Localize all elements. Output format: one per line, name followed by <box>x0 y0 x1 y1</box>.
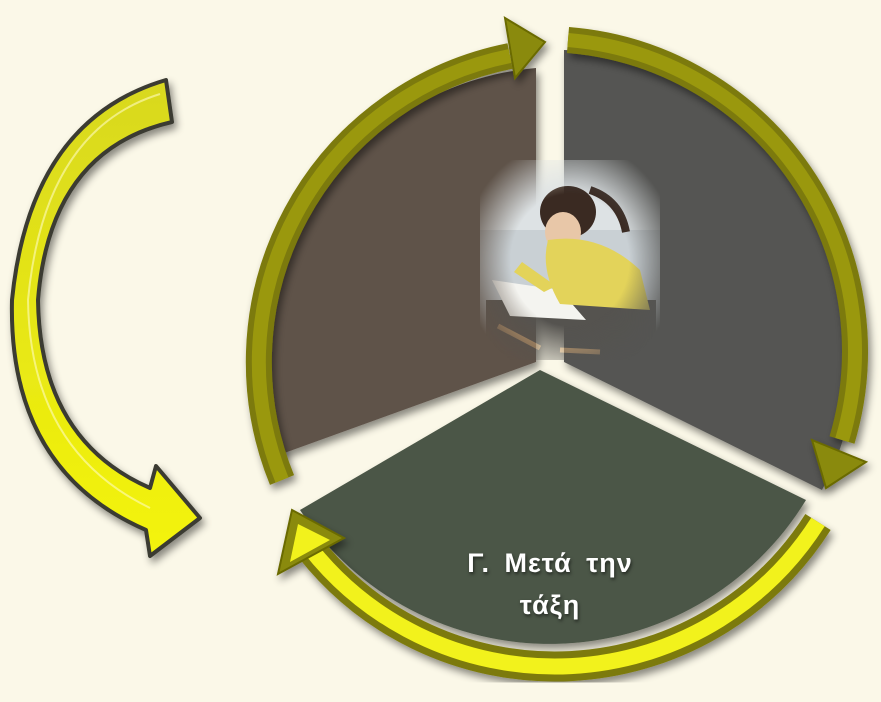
segment-top-left <box>262 68 536 456</box>
side-arrow-icon <box>9 78 202 558</box>
arrow-top-right <box>566 27 869 490</box>
segment-bottom <box>300 370 806 644</box>
segment-bottom-label: Γ. Μετά την τάξη <box>467 548 633 620</box>
arrow-top-left <box>245 16 547 485</box>
girl-drawing-photo <box>480 160 660 360</box>
arrow-bottom <box>276 508 831 682</box>
